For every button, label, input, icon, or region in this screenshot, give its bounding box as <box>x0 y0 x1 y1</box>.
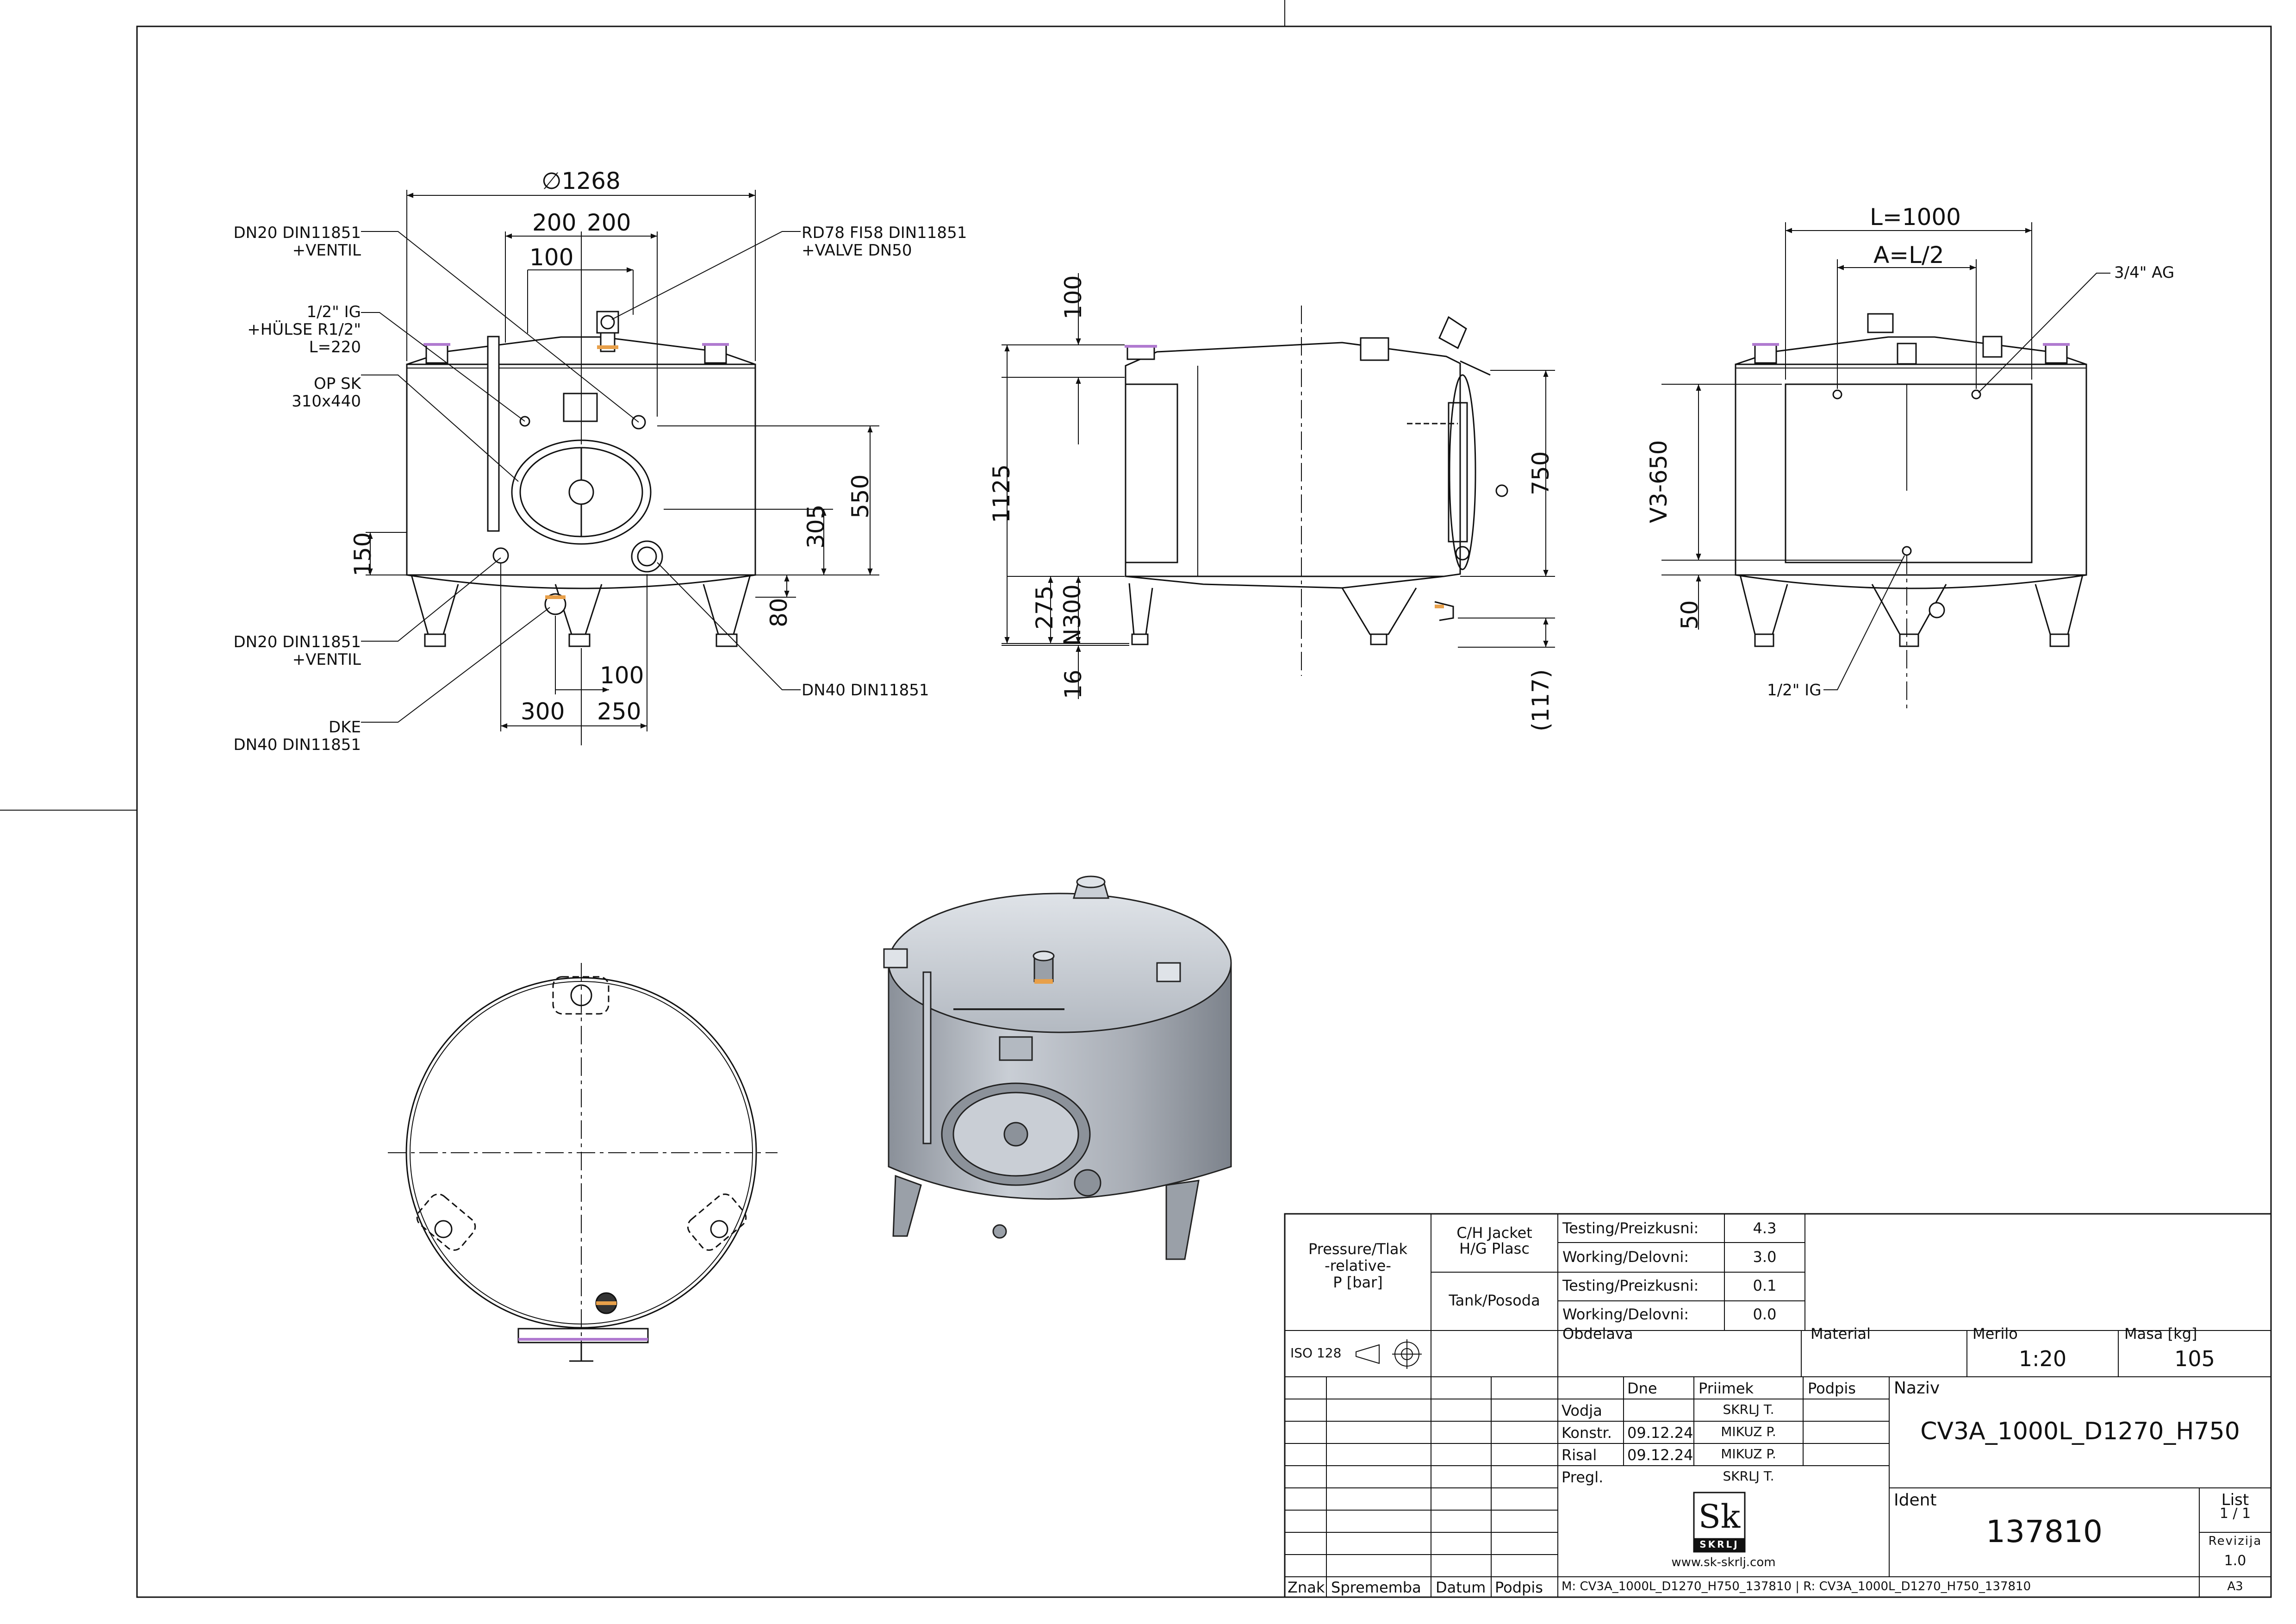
dim-100-bottom: 100 <box>600 662 644 689</box>
front-view-dimensions <box>361 190 879 745</box>
dim-550: 550 <box>847 474 874 518</box>
role-label: Pregl. <box>1562 1468 1604 1486</box>
isometric-view <box>883 875 1232 1260</box>
pressure-row-value: 4.3 <box>1753 1219 1777 1237</box>
company-logo: Sk <box>1693 1492 1746 1553</box>
footer-podpis: Podpis <box>1495 1579 1543 1596</box>
pressure-row-value: 0.0 <box>1753 1305 1777 1323</box>
pressure-row-label: Testing/Preizkusni: <box>1562 1277 1699 1294</box>
dim-back-al2: A=L/2 <box>1873 242 1944 269</box>
callout-ag: 3/4" AG <box>2114 263 2175 282</box>
dim-back-v3: V3-650 <box>1645 440 1672 524</box>
role-date: 09.12.24 <box>1627 1446 1693 1464</box>
svg-text:Sk: Sk <box>1699 1498 1741 1536</box>
header-podpis: Podpis <box>1808 1380 1856 1397</box>
merilo-label: Merilo <box>1972 1325 2018 1343</box>
top-view <box>388 963 778 1362</box>
dim-80: 80 <box>765 598 792 627</box>
side-view-dimensions <box>1002 273 1555 699</box>
callout-dn20-top: DN20 DIN11851+VENTIL <box>233 224 361 260</box>
side-view <box>1125 306 1508 676</box>
iso-label: ISO 128 <box>1290 1345 1342 1361</box>
role-name: SKRLJ T. <box>1723 1468 1774 1484</box>
pressure-row-value: 3.0 <box>1753 1248 1777 1266</box>
material-label: Material <box>1811 1325 1871 1343</box>
pressure-label: Pressure/Tlak-relative-P [bar] <box>1308 1240 1407 1291</box>
masa-label: Masa [kg] <box>2124 1325 2197 1343</box>
dim-300: 300 <box>521 698 565 725</box>
dim-side-16: 16 <box>1060 669 1087 699</box>
ident-value: 137810 <box>1986 1514 2103 1549</box>
callout-rd78: RD78 FI58 DIN11851+VALVE DN50 <box>802 224 967 260</box>
drawing-title: CV3A_1000L_D1270_H750 <box>1920 1418 2240 1445</box>
obdelava-label: Obdelava <box>1562 1325 1633 1343</box>
sheet-frame <box>0 0 2272 1598</box>
logo-text: SKRLJ <box>1699 1539 1739 1550</box>
footer-format: A3 <box>2227 1580 2243 1593</box>
list-label: List <box>2221 1491 2249 1509</box>
role-date: 09.12.24 <box>1627 1424 1693 1442</box>
dim-side-1125: 1125 <box>988 464 1015 523</box>
pressure-row-value: 0.1 <box>1753 1277 1777 1294</box>
title-block <box>1284 1213 2272 1598</box>
role-name: MIKUZ P. <box>1721 1424 1776 1439</box>
pressure-row-label: Working/Delovni: <box>1562 1305 1689 1323</box>
dim-side-117: (117) <box>1527 669 1554 731</box>
merilo-value: 1:20 <box>2018 1346 2067 1371</box>
revizija-value: 1.0 <box>2224 1553 2246 1569</box>
dim-back-50: 50 <box>1676 600 1703 630</box>
dim-diameter: ∅1268 <box>541 168 621 194</box>
callout-hulse: 1/2" IG+HÜLSE R1/2"L=220 <box>247 303 361 356</box>
dim-305: 305 <box>803 504 829 549</box>
dim-side-750: 750 <box>1527 451 1554 495</box>
back-view-dimensions <box>1661 222 2110 690</box>
dim-back-l1000: L=1000 <box>1870 204 1961 231</box>
dim-150: 150 <box>349 532 376 576</box>
pressure-row-label: Working/Delovni: <box>1562 1248 1689 1266</box>
callout-dn20-bottom: DN20 DIN11851+VENTIL <box>233 633 361 669</box>
dim-100-top: 100 <box>529 244 574 271</box>
footer-datum: Datum <box>1436 1579 1486 1596</box>
footer-file-ref: M: CV3A_1000L_D1270_H750_137810 | R: CV3… <box>1562 1580 2031 1593</box>
footer-znak: Znak <box>1288 1579 1325 1596</box>
dim-side-n300: N300 <box>1059 584 1086 646</box>
revizija-label: Revizija <box>2208 1534 2262 1548</box>
role-label: Konstr. <box>1562 1424 1612 1442</box>
dim-200-right: 200 <box>587 209 631 236</box>
dim-side-275: 275 <box>1031 585 1058 630</box>
role-label: Vodja <box>1562 1402 1602 1419</box>
pressure-row-label: Testing/Preizkusni: <box>1562 1219 1699 1237</box>
callout-ig: 1/2" IG <box>1767 681 1822 700</box>
dim-250: 250 <box>597 698 641 725</box>
dim-200-left: 200 <box>532 209 577 236</box>
header-priimek: Priimek <box>1699 1380 1754 1397</box>
role-label: Risal <box>1562 1446 1597 1464</box>
callout-dn40: DN40 DIN11851 <box>802 681 929 700</box>
back-view <box>1735 313 2087 713</box>
dim-side-100: 100 <box>1060 275 1087 319</box>
role-name: SKRLJ T. <box>1723 1402 1774 1417</box>
ident-label: Ident <box>1894 1491 1937 1510</box>
list-value: 1 / 1 <box>2219 1505 2251 1522</box>
masa-value: 105 <box>2174 1346 2215 1371</box>
tank-label: Tank/Posoda <box>1449 1292 1540 1309</box>
header-naziv: Naziv <box>1894 1379 1940 1398</box>
role-name: MIKUZ P. <box>1721 1446 1776 1462</box>
header-dne: Dne <box>1627 1380 1657 1397</box>
footer-sprememba: Sprememba <box>1331 1579 1421 1596</box>
company-website: www.sk-skrlj.com <box>1671 1555 1776 1569</box>
